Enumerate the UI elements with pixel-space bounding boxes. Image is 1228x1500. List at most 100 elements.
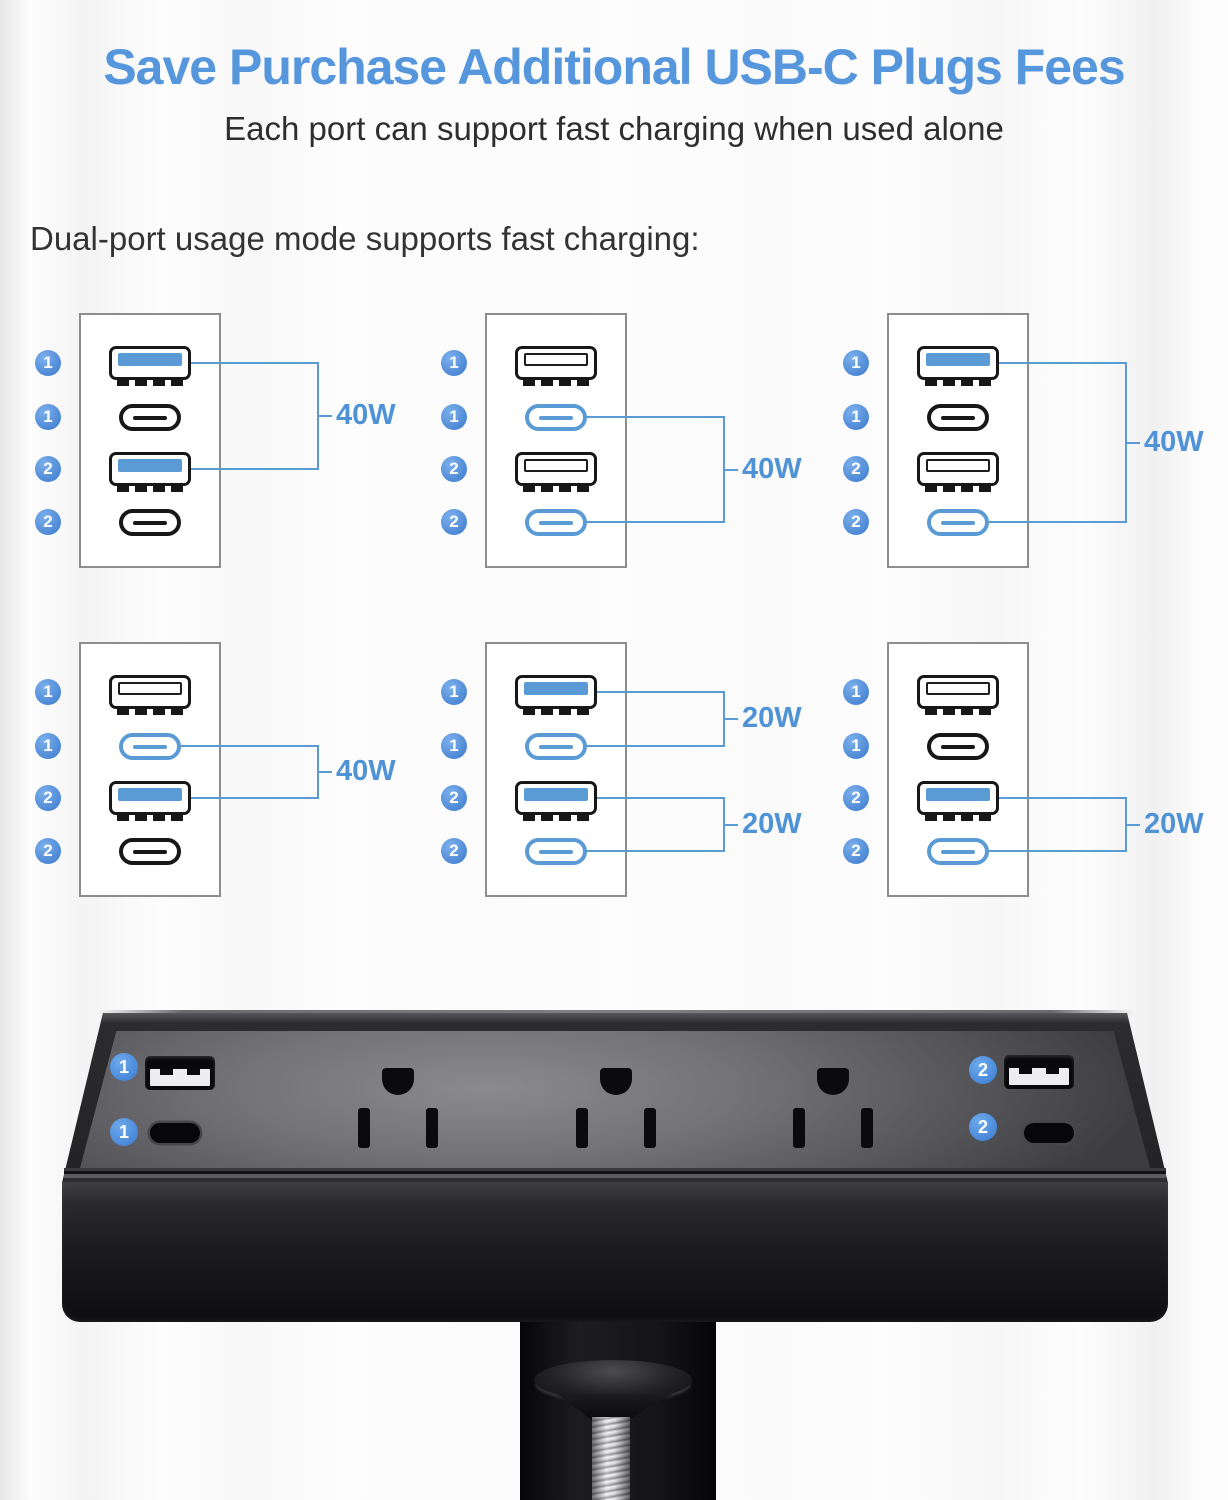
wattage-label: 40W [336,398,396,431]
usb-c-contact-line [133,744,167,749]
bracket-line [317,362,319,470]
bracket-line [723,797,725,852]
wattage-label: 20W [742,807,802,840]
usb-c-contact-line [133,520,167,525]
wattage-label: 40W [336,754,396,787]
port-badge: 1 [843,733,869,759]
usb-a-port-icon [515,781,597,821]
wattage-label: 20W [1144,807,1204,840]
usb-c-contact-line [539,415,573,420]
port-badge: 2 [843,838,869,864]
usb-a-pins [925,485,991,492]
port-badge: 2 [35,785,61,811]
bracket-line [593,691,725,693]
port-badge: 1 [35,679,61,705]
bracket-line [582,745,725,747]
usb-a-pins [117,485,183,492]
power-strip-inset-face [80,1031,1150,1168]
usb-c-contact-line [539,849,573,854]
section-label: Dual-port usage mode supports fast charg… [30,220,700,257]
usb-c-port-icon [119,733,181,760]
port-badge: 1 [441,679,467,705]
bracket-line [593,797,725,799]
usb-c-contact-line [941,744,975,749]
port-badge: 2 [35,838,61,864]
bracket-line [984,521,1127,523]
usb-a-pins [117,814,183,821]
usb-a-pins [523,814,589,821]
port-badge: 1 [843,679,869,705]
usb-a-port-icon [515,675,597,715]
strip-top-edge-highlight [98,1010,1134,1015]
usb-c-port-icon [119,509,181,536]
usb-c-port-icon [525,733,587,760]
usb-a-tongue [1009,1068,1069,1085]
product-badge-1-usbc: 1 [110,1118,138,1146]
usb-c-port-icon [525,404,587,431]
usb-a-contact-bar [118,459,182,472]
usb-a-port [145,1056,215,1090]
port-badge: 2 [441,456,467,482]
port-badge: 1 [843,350,869,376]
usb-a-contact-bar [926,353,990,366]
power-strip-front-face [62,1182,1168,1322]
bracket-line [582,850,725,852]
usb-a-pins [925,814,991,821]
bracket-line [723,691,725,747]
usb-a-contact-bar [118,788,182,801]
bracket-line [187,797,319,799]
wattage-label: 20W [742,701,802,734]
usb-c-contact-line [941,849,975,854]
port-badge: 1 [35,733,61,759]
usb-a-pins [925,708,991,715]
product-badge-2-usba: 2 [969,1056,997,1084]
usb-c-port-icon [119,838,181,865]
bracket-line [995,362,1127,364]
bracket-line [1127,442,1140,444]
bracket-line [1125,362,1127,523]
usb-a-contact-bar [118,353,182,366]
bracket-line [723,416,725,523]
usb-c-port-icon [927,404,989,431]
port-badge: 2 [441,785,467,811]
port-badge: 1 [441,733,467,759]
usb-a-port-icon [515,452,597,492]
usb-a-pins [117,379,183,386]
port-badge: 2 [843,785,869,811]
usb-a-contact-bar [524,788,588,801]
bracket-line [1127,824,1140,826]
outlet-ground-hole [600,1068,632,1095]
usb-c-port [150,1123,200,1143]
usb-a-port-icon [515,346,597,386]
usb-c-contact-line [133,415,167,420]
usb-a-contact-bar [524,353,588,366]
usb-a-pins [523,485,589,492]
port-badge: 1 [441,404,467,430]
bracket-line [176,745,319,747]
outlet-slot [576,1108,588,1148]
port-badge: 2 [843,509,869,535]
usb-a-port-icon [917,452,999,492]
bracket-line [582,416,725,418]
product-badge-1-usba: 1 [110,1053,138,1081]
port-badge: 1 [35,404,61,430]
usb-a-contact-bar [524,682,588,695]
usb-a-contact-bar [926,682,990,695]
usb-a-port-icon [917,781,999,821]
bracket-line [319,771,332,773]
usb-a-pins [523,379,589,386]
port-badge: 2 [843,456,869,482]
port-badge: 1 [843,404,869,430]
usb-a-contact-bar [926,788,990,801]
usb-a-port-icon [109,452,191,492]
page-title: Save Purchase Additional USB-C Plugs Fee… [103,39,1125,95]
outlet-ground-hole [382,1068,414,1095]
usb-a-pins [117,708,183,715]
product-badge-2-usbc: 2 [969,1113,997,1141]
usb-a-port-icon [109,346,191,386]
usb-c-contact-line [133,849,167,854]
bracket-line [725,469,738,471]
usb-c-contact-line [539,744,573,749]
page-subtitle: Each port can support fast charging when… [224,110,1004,147]
bracket-line [984,850,1127,852]
